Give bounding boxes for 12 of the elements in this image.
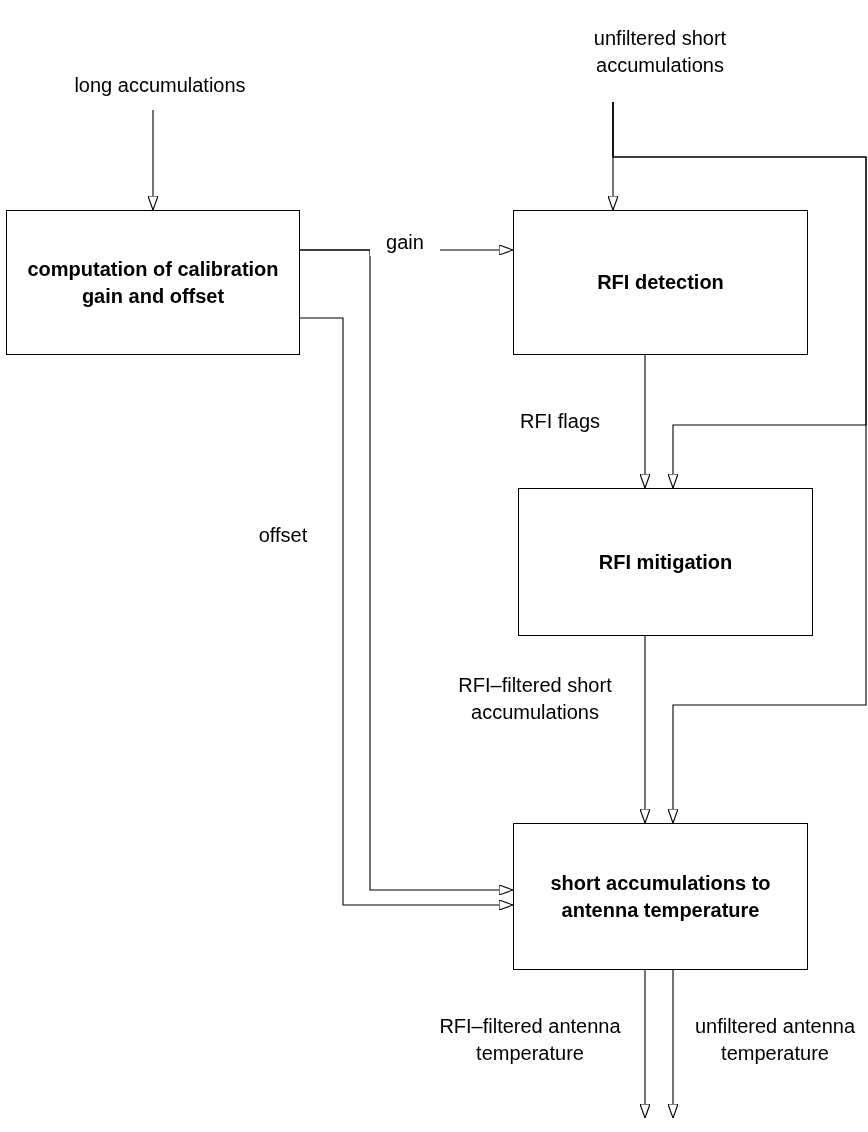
arrow bbox=[147, 109, 159, 211]
process-box: RFI mitigation bbox=[518, 488, 813, 636]
process-box: RFI detection bbox=[513, 210, 808, 355]
arrow bbox=[639, 969, 651, 1119]
arrow bbox=[639, 635, 651, 824]
arrow bbox=[667, 969, 679, 1119]
process-box: computation of calibration gain and offset bbox=[6, 210, 300, 355]
input-label: unfiltered short accumulations bbox=[555, 2, 765, 102]
process-box: short accumulations to antenna temperature bbox=[513, 823, 808, 970]
arrow bbox=[639, 354, 651, 489]
input-label: long accumulations bbox=[55, 60, 265, 110]
arrow bbox=[612, 101, 867, 824]
